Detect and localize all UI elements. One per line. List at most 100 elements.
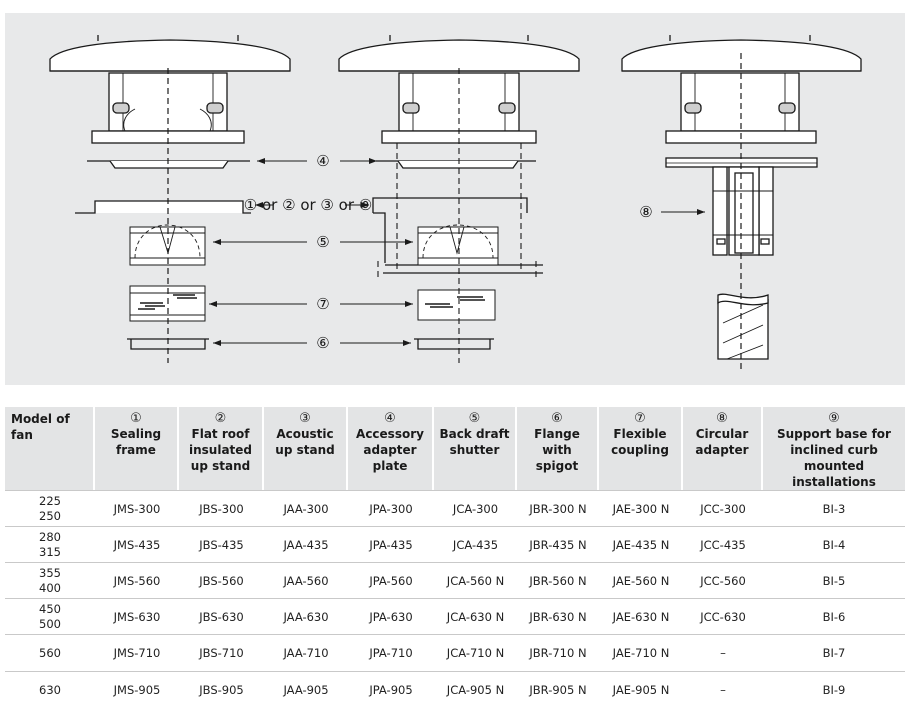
table-cell: JCA-710 N (434, 634, 517, 671)
table-cell: JAA-435 (264, 526, 348, 562)
table-cell: JAE-435 N (599, 526, 683, 562)
callout-or-row: ① or ② or ③ or ⑨ (244, 196, 372, 214)
model-size: 250 (39, 508, 61, 523)
model-size: 630 (39, 682, 61, 697)
column-label: Accessory adapter plate (356, 427, 424, 473)
column-number: ⑤ (468, 411, 481, 426)
table-cell: JBS-435 (179, 526, 264, 562)
table-cell: JAA-630 (264, 598, 348, 634)
callout-8: ⑧ (639, 203, 652, 221)
model-size: 315 (39, 544, 61, 559)
table-cell: JBR-560 N (517, 562, 599, 598)
table-cell: JBR-435 N (517, 526, 599, 562)
table-cell: JMS-710 (95, 634, 179, 671)
callout-labels: ④ ① or ② or ③ or ⑨ ⑤ ⑦ ⑥ ⑧ (244, 152, 653, 352)
column-label: Acoustic up stand (275, 427, 335, 457)
column-label: Sealing frame (110, 427, 162, 457)
table-cell: JCA-300 (434, 490, 517, 526)
table-cell: BI-6 (763, 598, 905, 634)
column-label: Flexible coupling (611, 427, 669, 457)
table-cell: JPA-905 (348, 671, 434, 708)
centerlines-middle (377, 68, 537, 363)
column-label: Flat roof insulated up stand (188, 427, 253, 473)
table-cell: JMS-560 (95, 562, 179, 598)
model-size: 280 (39, 529, 61, 544)
fan-unit-middle (338, 35, 580, 350)
table-cell: JPA-630 (348, 598, 434, 634)
table-cell: JBR-300 N (517, 490, 599, 526)
table-cell: JCC-560 (683, 562, 763, 598)
table-cell: JBS-630 (179, 598, 264, 634)
table-cell: JCC-630 (683, 598, 763, 634)
table-cell: BI-3 (763, 490, 905, 526)
table-cell: JBR-905 N (517, 671, 599, 708)
table-cell: JAA-300 (264, 490, 348, 526)
model-size: 400 (39, 580, 61, 595)
column-number: ⑧ (716, 411, 728, 426)
table-cell: JCC-435 (683, 526, 763, 562)
table-cell: JBS-560 (179, 562, 264, 598)
column-number: ③ (299, 411, 311, 426)
column-number: ④ (384, 411, 396, 426)
column-number: ② (214, 411, 227, 426)
table-cell: JAA-560 (264, 562, 348, 598)
model-size: 560 (39, 645, 61, 660)
table-cell: JAA-710 (264, 634, 348, 671)
column-label: Flange with spigot (534, 427, 580, 473)
column-header: Model of fan (5, 407, 95, 490)
column-number: ⑦ (634, 411, 646, 426)
table-cell: JCA-435 (434, 526, 517, 562)
column-label: Support base for inclined curb mounted i… (777, 427, 891, 489)
table-cell: JAE-560 N (599, 562, 683, 598)
callout-7: ⑦ (316, 295, 329, 313)
callout-6: ⑥ (316, 334, 329, 352)
table-cell: JPA-560 (348, 562, 434, 598)
column-number: ⑨ (828, 411, 840, 426)
table-cell: JCC-300 (683, 490, 763, 526)
fan-unit-right (621, 35, 862, 360)
table-cell: JCA-905 N (434, 671, 517, 708)
table-cell: BI-5 (763, 562, 905, 598)
table-cell: JBS-710 (179, 634, 264, 671)
table-cell: – (683, 671, 763, 708)
callout-4: ④ (316, 152, 329, 170)
table-cell: JBR-710 N (517, 634, 599, 671)
callout-5: ⑤ (316, 233, 329, 251)
table-cell: JCA-560 N (434, 562, 517, 598)
table-cell: JAE-300 N (599, 490, 683, 526)
model-cell: 630 (5, 671, 95, 708)
table-cell: JMS-905 (95, 671, 179, 708)
table-cell: JMS-300 (95, 490, 179, 526)
table-cell: JCA-630 N (434, 598, 517, 634)
table-cell: JPA-710 (348, 634, 434, 671)
column-label: Back draft shutter (439, 427, 510, 457)
table-cell: JAA-905 (264, 671, 348, 708)
table-cell: JMS-435 (95, 526, 179, 562)
column-number: ① (130, 411, 142, 426)
table-cell: JAE-710 N (599, 634, 683, 671)
model-size: 450 (39, 601, 61, 616)
table-cell: JAE-630 N (599, 598, 683, 634)
table-cell: JMS-630 (95, 598, 179, 634)
table-cell: JPA-300 (348, 490, 434, 526)
model-size: 355 (39, 565, 61, 580)
table-cell: JBS-300 (179, 490, 264, 526)
column-label: Model of fan (11, 412, 70, 442)
